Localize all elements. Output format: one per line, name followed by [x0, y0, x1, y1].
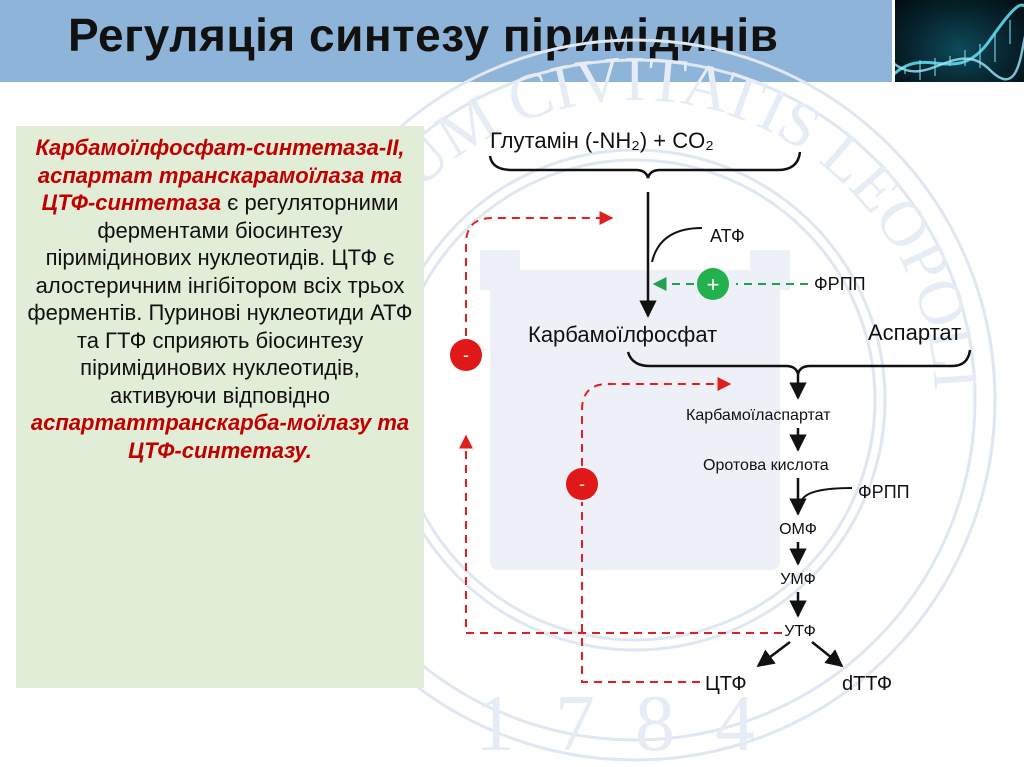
combine-brace — [628, 350, 970, 374]
substrates-label: Глутамін (-NH₂) + CO₂ — [490, 128, 714, 153]
carbamoyl-phosphate-label: Карбамоїлфосфат — [528, 322, 717, 347]
prpp-label-2: ФРПП — [858, 482, 910, 502]
ctp-label: ЦТФ — [705, 673, 747, 695]
omp-label: ОМФ — [779, 521, 817, 538]
outer-feedback-arrow — [466, 218, 612, 336]
minus-sign-2: - — [579, 474, 585, 494]
arrow-to-dttp — [812, 642, 842, 666]
description-panel: Карбамоїлфосфат-синтетаза-ІІ, аспартат т… — [16, 126, 424, 688]
aspartate-label: Аспартат — [868, 320, 961, 345]
arrow-to-ctp — [758, 642, 790, 666]
inner-feedback-line-lower — [582, 502, 700, 682]
ump-label: УМФ — [780, 571, 815, 588]
orotic-acid-label: Оротова кислота — [703, 457, 829, 474]
prpp-2-curve — [802, 488, 852, 500]
minus-sign-1: - — [463, 345, 469, 365]
inner-feedback-arrow — [582, 384, 730, 466]
utp-label: УТФ — [784, 623, 816, 640]
carbamoyl-aspartate-label: Карбамоїласпартат — [686, 407, 831, 424]
pyrimidine-synthesis-diagram: Глутамін (-NH₂) + CO₂ АТФ + ФРПП Карбамо… — [430, 100, 1024, 720]
dttp-label: dТТФ — [842, 673, 892, 695]
atp-curve — [652, 228, 702, 262]
plus-sign: + — [707, 272, 720, 297]
substrates-brace — [490, 152, 800, 178]
description-text: є регуляторними ферментами біосинтезу пі… — [28, 190, 413, 408]
prpp-label-1: ФРПП — [814, 274, 866, 294]
atp-label: АТФ — [710, 226, 745, 246]
activated-enzymes-highlight: аспартаттранскарба-моїлазу та ЦТФ-синтет… — [31, 410, 409, 463]
